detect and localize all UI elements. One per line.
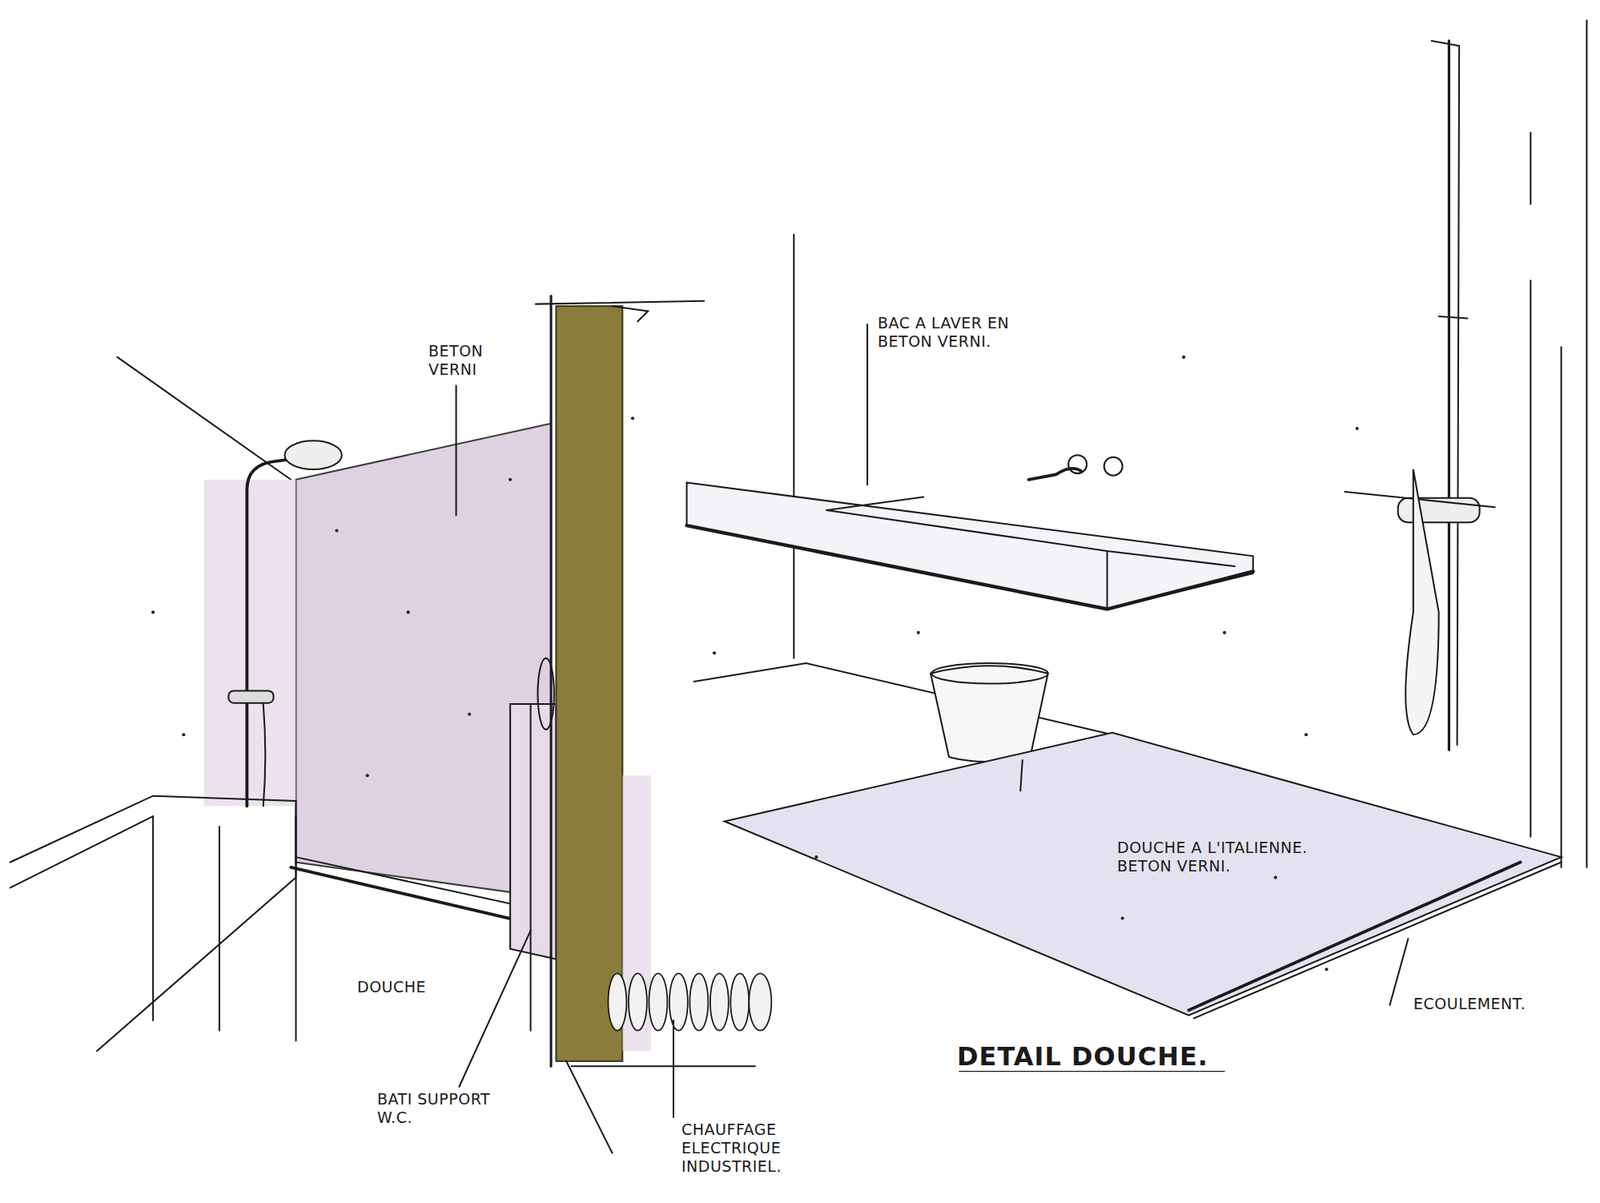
annotation-label: DOUCHE A L'ITALIENNE. BETON VERNI. [1117,838,1322,876]
annotation-label: DOUCHE [357,977,480,997]
annotation-label: BATI SUPPORT W.C. [377,1089,531,1127]
annotation-label: CHAUFFAGE ELECTRIQUE INDUSTRIEL. [681,1120,856,1175]
annotation-label: BETON VERNI [428,341,521,379]
annotation-label: BAC A LAVER EN BETON VERNI. [877,313,1021,351]
annotation-label: ECOULEMENT. [1413,994,1577,1014]
sheet-title: DETAIL DOUCHE. [956,1041,1284,1072]
